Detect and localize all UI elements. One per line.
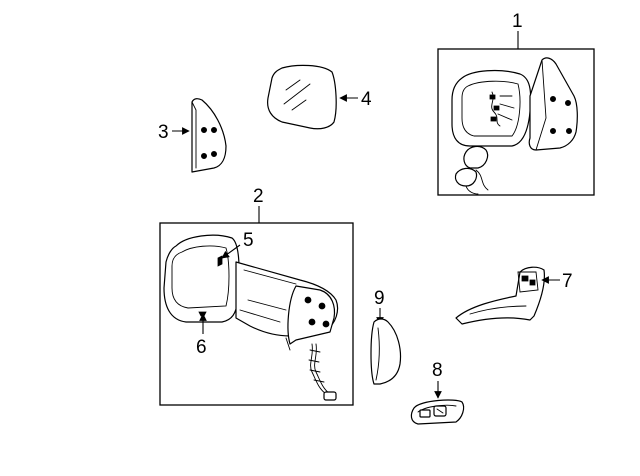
callout-8-group: 8 (432, 360, 443, 399)
callout-2-label: 2 (253, 186, 264, 207)
callout-6-label: 6 (196, 337, 207, 358)
callout-7-group: 7 (541, 271, 573, 292)
callout-6-group: 6 (196, 311, 207, 358)
callout-2-group: 2 (159, 186, 354, 406)
callout-1-group: 1 (437, 11, 595, 196)
mirror-assembly-part-1 (451, 57, 578, 195)
mirror-assembly-part-2 (163, 234, 339, 401)
mounting-plate-part-3 (191, 98, 227, 173)
callout-1-label: 1 (512, 11, 523, 32)
switch-part-8 (410, 399, 465, 425)
mirror-glass-part-4 (267, 64, 337, 130)
callout-9-label: 9 (374, 288, 385, 309)
callout-2-frame (159, 222, 354, 406)
bracket-part-7 (455, 266, 545, 325)
callout-3-label: 3 (158, 122, 169, 143)
callout-5-leader (221, 244, 241, 259)
callout-3-group: 3 (158, 122, 190, 143)
callout-7-label: 7 (562, 271, 573, 292)
callout-5-group: 5 (217, 230, 254, 267)
callout-5-label: 5 (243, 230, 254, 251)
callout-4-group: 4 (339, 89, 372, 110)
callout-4-label: 4 (361, 89, 372, 110)
cover-part-9 (370, 318, 402, 385)
callout-8-label: 8 (432, 360, 443, 381)
callout-1-frame (437, 48, 595, 196)
